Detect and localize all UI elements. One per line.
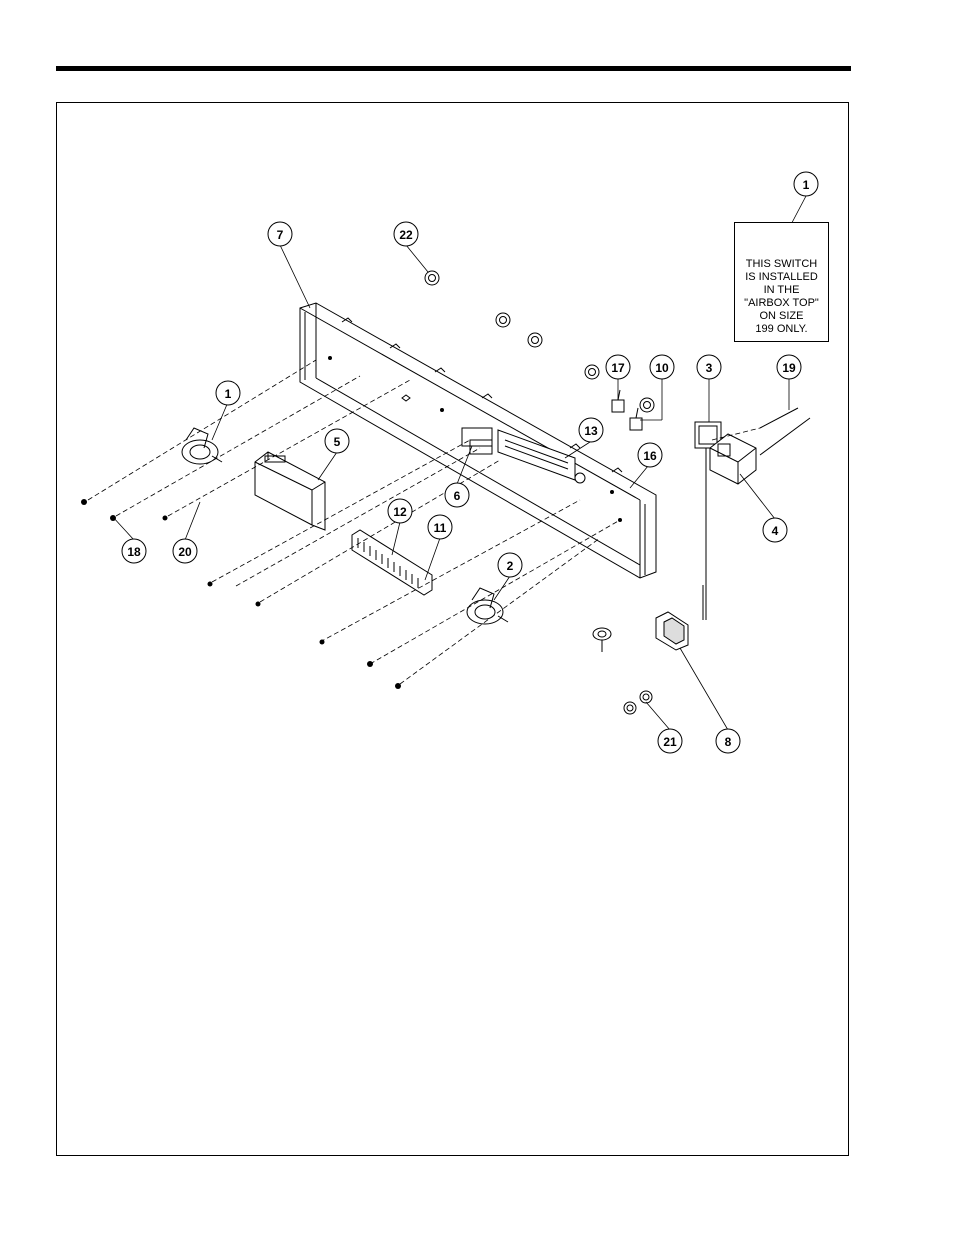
item-8-rocker-switch [656,612,688,650]
callout-label-13: 13 [584,424,598,438]
item-5-module [255,452,325,530]
callout-label-19: 19 [782,361,796,375]
callout-label-22: 22 [399,228,413,242]
knob [593,628,611,652]
callout-label-18: 18 [127,545,141,559]
callout-label-21: 21 [663,735,677,749]
callout-label-12: 12 [393,505,407,519]
callout-label-3: 3 [706,361,713,375]
callout-label-4: 4 [772,524,779,538]
callout-label-1-top: 1 [803,178,810,192]
item-10-toggle [630,408,642,430]
callout-label-7: 7 [277,228,284,242]
item-2-pressure-switch-bottom [467,588,508,624]
callout-label-20: 20 [178,545,192,559]
airbox-note-text: THIS SWITCH IS INSTALLED IN THE "AIRBOX … [734,258,829,336]
callout-label-8: 8 [725,735,732,749]
callout-label-10: 10 [655,361,669,375]
callout-label-16: 16 [643,449,657,463]
callout-label-2: 2 [507,559,514,573]
item-21-nuts [624,691,652,714]
callout-label-5: 5 [334,435,341,449]
item-12-terminal-strip [352,530,432,595]
callout-label-6: 6 [454,489,461,503]
callout-label-1-left: 1 [225,387,232,401]
callout-label-17: 17 [611,361,625,375]
callout-label-11: 11 [434,521,447,535]
